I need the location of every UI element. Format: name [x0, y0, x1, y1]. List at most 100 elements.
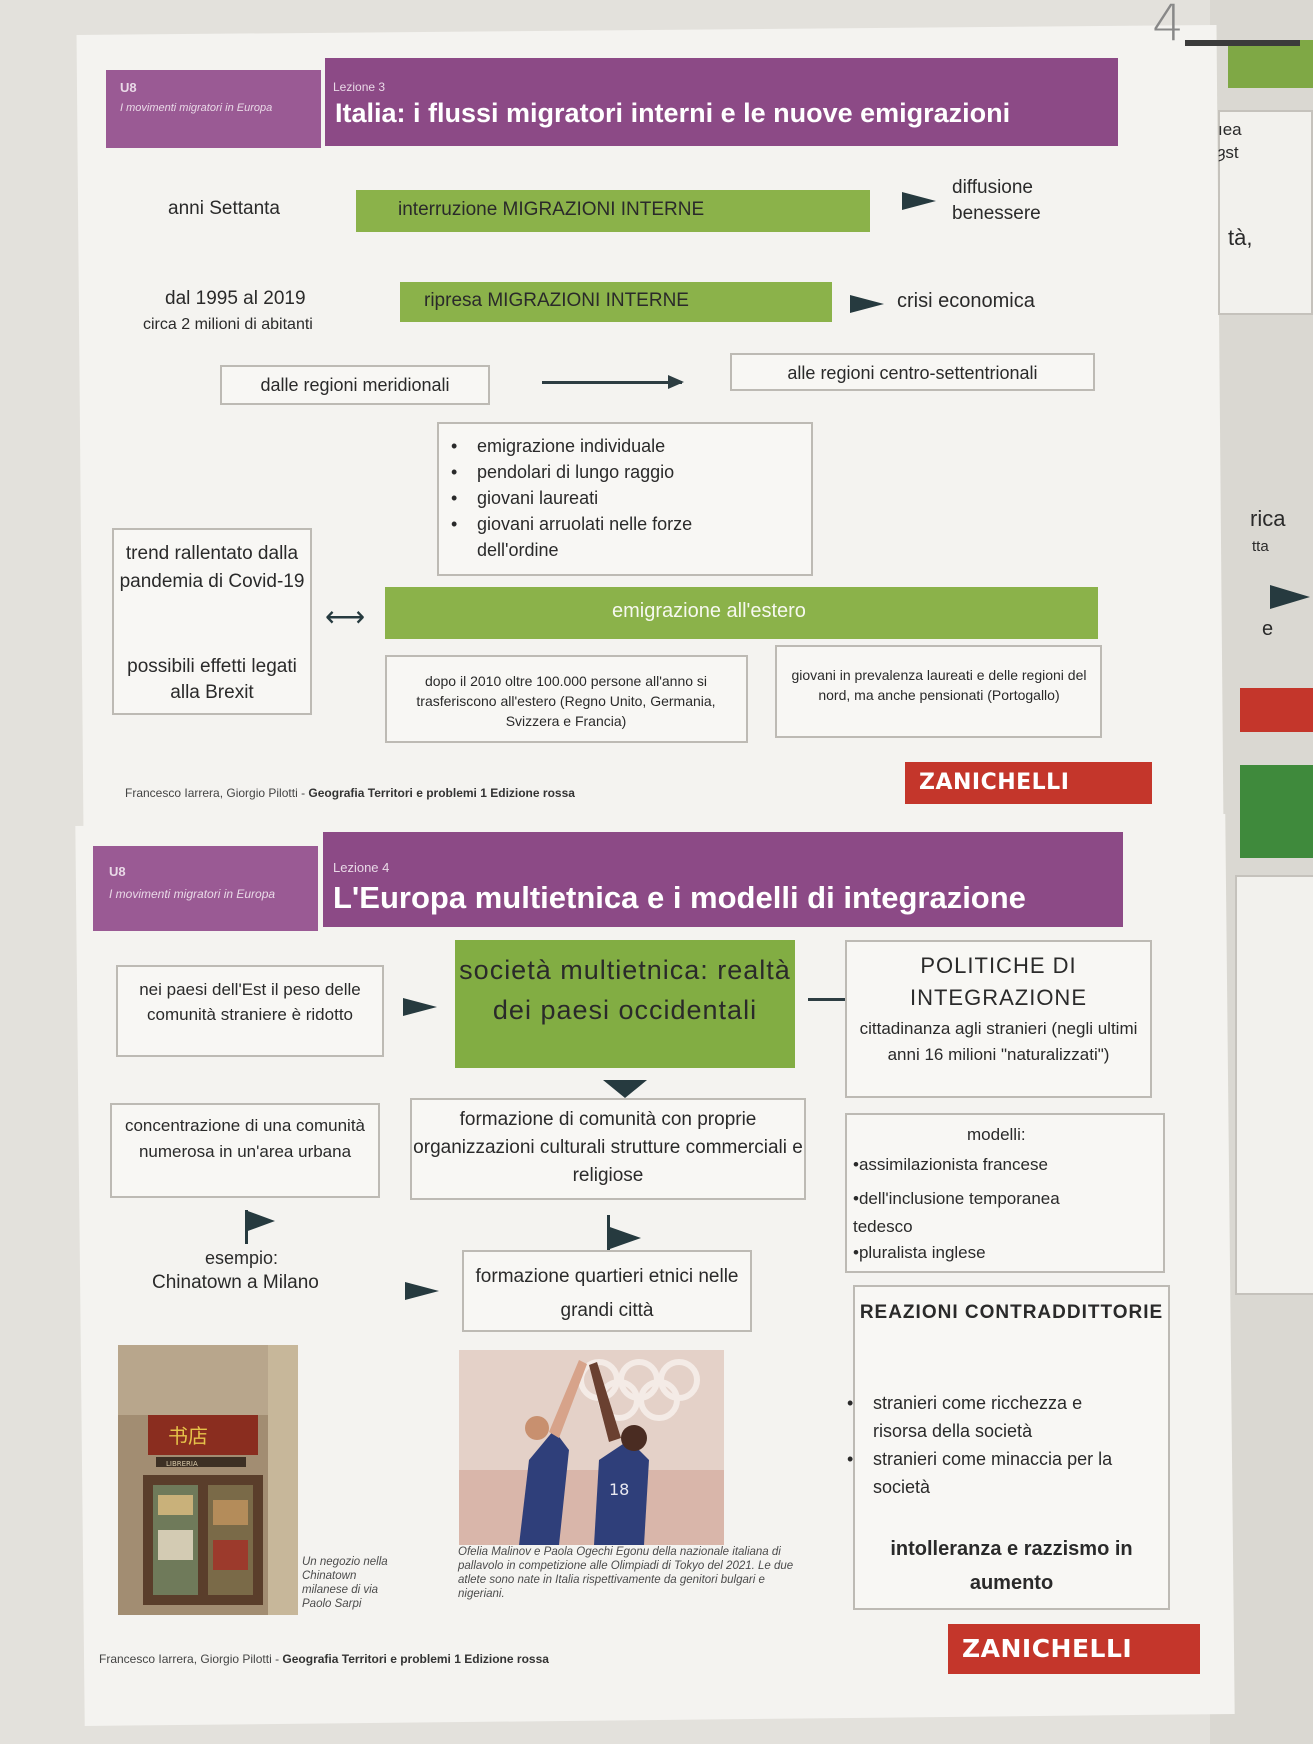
- esempio-text: esempio:: [205, 1248, 279, 1268]
- politiche-text: POLITICHE DI INTEGRAZIONE: [909, 953, 1087, 1010]
- shop-sign-text: LIBRERIA: [166, 1460, 198, 1468]
- arrow-to-diffusione: [902, 192, 936, 210]
- edge-text-ea: ıea: [1218, 120, 1242, 139]
- reazioni-item: stranieri come minaccia per la società: [835, 1445, 1135, 1501]
- arrow-societa-down: [603, 1080, 647, 1098]
- dopo-2010-text: dopo il 2010 oltre 100.000 persone all'a…: [416, 673, 716, 729]
- intolleranza-text: intolleranza e razzismo in aumento: [890, 1538, 1133, 1594]
- unit-header-2: U8 I movimenti migratori in Europa: [93, 846, 318, 931]
- arrow-chinatown-to-quartieri: [405, 1282, 439, 1300]
- ripresa-box: ripresa MIGRAZIONI INTERNE: [400, 282, 832, 322]
- from-regions-box: dalle regioni meridionali: [220, 365, 490, 405]
- edge-green-bar-2: [1240, 765, 1313, 858]
- unit-header-1: U8 I movimenti migratori in Europa: [106, 70, 321, 148]
- footer-credits-2: Francesco Iarrera, Giorgio Pilotti - Geo…: [99, 1652, 549, 1666]
- est-text: nei paesi dell'Est il peso delle comunit…: [139, 980, 361, 1024]
- caption-shop: Un negozio nella Chinatown milanese di v…: [302, 1556, 388, 1610]
- jersey-number: 18: [609, 1480, 629, 1499]
- volleyball-photo: 18: [459, 1350, 724, 1545]
- circa-2-milioni: circa 2 milioni di abitanti: [143, 316, 313, 333]
- edge-arrow: [1270, 585, 1310, 609]
- politiche-box: POLITICHE DI INTEGRAZIONE cittadinanza a…: [845, 940, 1152, 1098]
- bent-arrow-left-head: [245, 1210, 275, 1232]
- reazioni-list: stranieri come ricchezza e risorsa della…: [835, 1389, 1135, 1501]
- reazioni-item: stranieri come ricchezza e risorsa della…: [835, 1389, 1135, 1445]
- lesson-header-2: Lezione 4 L'Europa multietnica e i model…: [323, 832, 1123, 927]
- unit-code-2: U8: [109, 864, 126, 879]
- footer-book-2: Geografia Territori e problemi 1 Edizion…: [282, 1652, 549, 1666]
- bent-arrow-mid-head: [607, 1226, 641, 1250]
- interruzione-box: interruzione MIGRAZIONI INTERNE: [356, 190, 870, 232]
- bullet-item: pendolari di lungo raggio: [439, 459, 779, 485]
- brexit-text: possibili effetti legati alla Brexit: [127, 656, 297, 703]
- estero-box: emigrazione all'estero: [385, 587, 1098, 639]
- svg-text:书店: 书店: [168, 1424, 208, 1448]
- edge-text-e: e: [1262, 618, 1274, 640]
- anni-settanta: anni Settanta: [168, 198, 280, 219]
- edge-text-rica: rica: [1250, 506, 1286, 531]
- caption-volleyball: Ofelia Malinov e Paola Ogechi Egonu dell…: [458, 1546, 794, 1600]
- edge-red-bar: [1240, 688, 1313, 732]
- arrow-est-to-societa: [403, 998, 437, 1016]
- edge-dark-bar: [1185, 40, 1300, 46]
- edge-text-tta: tta: [1252, 538, 1269, 555]
- unit-code-1: U8: [120, 80, 137, 95]
- lesson-title-1: Italia: i flussi migratori interni e le …: [335, 98, 1011, 128]
- regions-arrow: [542, 375, 684, 389]
- ripresa-text: ripresa MIGRAZIONI INTERNE: [424, 290, 689, 311]
- quartieri-box: formazione quartieri etnici nelle grandi…: [462, 1250, 752, 1332]
- zanichelli-logo-2: ZANICHELLI: [948, 1624, 1200, 1674]
- chinatown-shop-photo: 书店 LIBRERIA: [118, 1345, 298, 1615]
- formazione-comunita-box: formazione di comunità con proprie organ…: [410, 1098, 806, 1200]
- edge-box-1: [1218, 110, 1313, 315]
- footer-authors-1: Francesco Iarrera, Giorgio Pilotti -: [125, 786, 309, 800]
- zanichelli-logo-1: ZANICHELLI: [905, 762, 1152, 804]
- from-regions-text: dalle regioni meridionali: [260, 375, 450, 395]
- lesson-label-2: Lezione 4: [333, 860, 390, 875]
- dopo-2010-box: dopo il 2010 oltre 100.000 persone all'a…: [385, 655, 748, 743]
- formazione-comunita-text: formazione di comunità con proprie organ…: [413, 1109, 803, 1186]
- to-regions-box: alle regioni centro-settentrionali: [730, 353, 1095, 391]
- concentrazione-text: concentrazione di una comunità numerosa …: [124, 1116, 366, 1161]
- interruzione-text: interruzione MIGRAZIONI INTERNE: [398, 199, 705, 220]
- modelli-item: •dell'inclusione temporanea tedesco: [853, 1189, 1060, 1236]
- trend-brexit-box: trend rallentato dalla pandemia di Covid…: [112, 528, 312, 715]
- modelli-item: •assimilazionista francese: [853, 1155, 1048, 1174]
- bullet-item: giovani laureati: [439, 485, 779, 511]
- footer-book-1: Geografia Territori e problemi 1 Edizion…: [308, 786, 575, 800]
- giovani-text: giovani in prevalenza laureati e delle r…: [791, 667, 1087, 703]
- edge-text-st: ȝst: [1218, 143, 1239, 162]
- volleyball-illustration: 18: [459, 1350, 724, 1545]
- modelli-box: modelli: •assimilazionista francese •del…: [845, 1113, 1165, 1273]
- bullet-item: emigrazione individuale: [439, 433, 779, 459]
- bullets-box: emigrazione individuale pendolari di lun…: [437, 422, 813, 576]
- edge-green-bar: [1228, 40, 1313, 88]
- modelli-item: •pluralista inglese: [853, 1243, 986, 1262]
- zanichelli-text-2: ZANICHELLI: [962, 1634, 1133, 1663]
- quartieri-text: formazione quartieri etnici nelle grandi…: [475, 1266, 739, 1321]
- reazioni-box: REAZIONI CONTRADDITTORIE stranieri come …: [847, 1285, 1170, 1610]
- giovani-box: giovani in prevalenza laureati e delle r…: [775, 645, 1102, 738]
- societa-text: società multietnica: realtà dei paesi oc…: [459, 955, 791, 1025]
- societa-box: società multietnica: realtà dei paesi oc…: [455, 940, 795, 1068]
- cittadinanza-text: cittadinanza agli stranieri (negli ultim…: [859, 1019, 1138, 1064]
- double-arrow: ⟷: [325, 601, 366, 632]
- crisi-text: crisi economica: [897, 290, 1035, 312]
- concentrazione-box: concentrazione di una comunità numerosa …: [110, 1103, 380, 1198]
- trend-text: trend rallentato dalla pandemia di Covid…: [119, 543, 305, 592]
- modelli-title: modelli:: [967, 1125, 1026, 1144]
- bullets-list: emigrazione individuale pendolari di lun…: [439, 433, 779, 563]
- footer-authors-2: Francesco Iarrera, Giorgio Pilotti -: [99, 1652, 283, 1666]
- dal-1995: dal 1995 al 2019: [165, 288, 306, 309]
- diffusione-text: diffusione benessere: [952, 177, 1041, 224]
- bullet-item: giovani arruolati nelle forze dell'ordin…: [439, 511, 767, 563]
- estero-text: emigrazione all'estero: [612, 600, 806, 622]
- unit-title-1: I movimenti migratori in Europa: [120, 102, 273, 114]
- unit-title-2: I movimenti migratori in Europa: [109, 887, 276, 901]
- lesson-title-2: L'Europa multietnica e i modelli di inte…: [333, 880, 1026, 915]
- lesson-header-1: Lezione 3 Italia: i flussi migratori int…: [325, 58, 1118, 146]
- arrow-to-crisi: [850, 295, 884, 313]
- zanichelli-text-1: ZANICHELLI: [919, 770, 1070, 795]
- lesson-label-1: Lezione 3: [333, 80, 386, 94]
- reazioni-text: REAZIONI CONTRADDITTORIE: [859, 1302, 1164, 1323]
